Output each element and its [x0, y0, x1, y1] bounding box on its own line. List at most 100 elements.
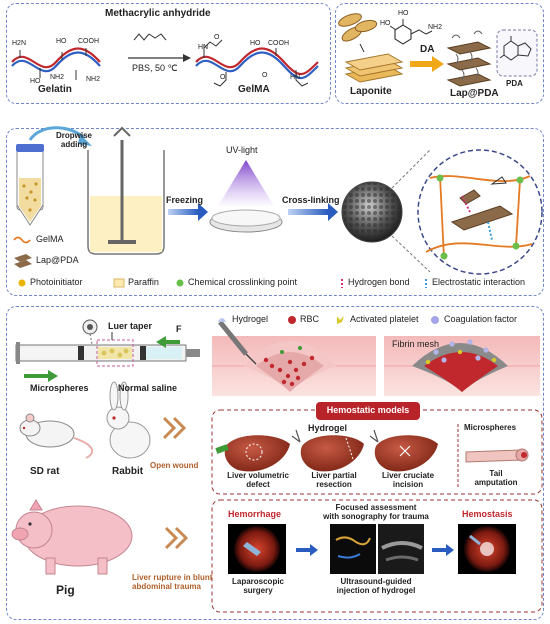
dropwise-label: Dropwise adding: [56, 131, 93, 149]
lap-pda-structure: [446, 30, 492, 87]
dopamine-group-3: NH2: [428, 24, 443, 31]
pig: [11, 499, 133, 575]
fast-arrow-1: [296, 544, 318, 556]
syringe: [15, 319, 200, 367]
network-inset: [417, 149, 543, 275]
liver-cruciate: [369, 429, 438, 472]
open-wound-chevrons: [162, 416, 187, 440]
saline-label: Normal saline: [118, 383, 178, 393]
model-volumetric: Liver volumetric defect: [227, 471, 289, 489]
falcon-tube: [16, 144, 44, 226]
legend-paraffin: Paraffin: [128, 277, 159, 287]
hydrogel-label: Hydrogel: [308, 423, 348, 433]
gelma-label: GelMA: [238, 84, 270, 95]
laparoscopic-label: Laparoscopic surgery: [231, 577, 284, 595]
legend-lap-pda-label: Lap@PDA: [36, 255, 79, 265]
legend-lap-pda-swatch: [14, 254, 32, 268]
wound-fibrin: [384, 336, 540, 396]
endoscopy-hemostasis: [458, 524, 516, 574]
dopamine-molecule: [389, 19, 433, 45]
zoom-lines: [391, 149, 431, 273]
syringe-arrows: [24, 336, 180, 382]
panel-lap-pda: [335, 3, 544, 104]
ultrasound-label: Ultrasound-guided injection of hydrogel: [336, 577, 416, 595]
da-arrow: [410, 56, 444, 72]
petri-dish: [209, 209, 283, 233]
legend-gelma-swatch: [13, 236, 31, 244]
gelma-group-7: HN: [290, 74, 301, 81]
rat-label: SD rat: [30, 466, 60, 477]
laponite-stack: [338, 13, 404, 83]
microspheres-col-label: Microspheres: [464, 423, 517, 432]
freezing-label: Freezing: [166, 195, 204, 205]
f-label: F: [176, 324, 182, 334]
dopamine-group-2: HO: [380, 20, 391, 27]
rat: [19, 413, 94, 459]
legend-hydrogel: Hydrogel: [232, 314, 269, 324]
gelatin-chain: [11, 47, 101, 80]
gelma-chain: [195, 39, 319, 87]
open-wound-label: Open wound: [150, 461, 199, 470]
gelatin-group-5: NH2: [50, 74, 65, 81]
uv-label: UV-light: [226, 145, 258, 155]
legend-gelma-label: GelMA: [36, 234, 64, 244]
dropwise-arrow: [28, 126, 92, 146]
endoscopy-hemorrhage: [228, 524, 286, 574]
pig-label: Pig: [56, 583, 75, 597]
fast-arrow-2: [432, 544, 454, 556]
model-cruciate: Liver cruciate incision: [381, 471, 435, 489]
fibrin-label: Fibrin mesh: [392, 339, 440, 349]
crosslinking-label: Cross-linking: [282, 195, 340, 205]
wound-hydrogel: [212, 320, 376, 396]
hemostatic-title: Hemostatic models: [326, 405, 410, 415]
legend-hbond: Hydrogen bond: [348, 277, 410, 287]
hemostasis-label: Hemostasis: [462, 509, 513, 519]
hemostatic-models-box: [211, 402, 543, 613]
legend-photoinitiator: Photoinitiator: [30, 277, 83, 287]
gelatin-group-3: COOH: [78, 38, 99, 45]
pig-model-label: Liver rupture in blunt abdominal trauma: [132, 573, 213, 591]
reaction-arrow-gelma: [128, 33, 191, 62]
panel-application: [6, 306, 544, 620]
bottom-legend-markers: [218, 316, 439, 324]
freezing-arrow: [168, 203, 208, 221]
gelma-group-1: O: [214, 34, 220, 41]
legend-electrostatic: Electrostatic interaction: [432, 277, 526, 287]
laponite-label: Laponite: [350, 86, 392, 97]
rabbit-label: Rabbit: [112, 466, 144, 477]
legend-platelet: Activated platelet: [350, 314, 419, 324]
pig-chevrons: [164, 526, 189, 550]
panel-fabrication: [6, 128, 544, 296]
gelatin-label: Gelatin: [38, 84, 72, 95]
hemorrhage-label: Hemorrhage: [228, 509, 282, 519]
liver-volumetric: [215, 435, 290, 472]
gelma-group-2: HN: [198, 44, 209, 51]
legend-rbc: RBC: [300, 314, 320, 324]
fast-label: Focused assessment with sonography for t…: [323, 503, 429, 521]
model-partial: Liver partial resection: [311, 471, 357, 489]
gelatin-group-6: NH2: [86, 76, 101, 83]
gelma-group-5: O: [220, 74, 226, 81]
uv-light: [218, 160, 274, 206]
gelatin-group-1: H2N: [12, 40, 27, 47]
pda-inset: [496, 29, 538, 77]
luer-label: Luer taper: [108, 321, 153, 331]
legend-crosslink: Chemical crosslinking point: [188, 277, 298, 287]
dopamine-group-1: HO: [398, 10, 409, 17]
porous-hydrogel: [341, 181, 403, 243]
condition-label: PBS, 50 ℃: [132, 63, 178, 73]
model-tail: Tail amputation: [474, 469, 518, 487]
legend-coagulation: Coagulation factor: [444, 314, 518, 324]
reagent-label: Methacrylic anhydride: [105, 8, 211, 19]
panel-synthesis: [6, 3, 331, 104]
liver-partial: [291, 429, 364, 472]
gelatin-group-2: HO: [56, 38, 67, 45]
gelma-group-3: HO: [250, 40, 261, 47]
lap-pda-label: Lap@PDA: [450, 88, 499, 99]
gelma-group-6: O: [262, 72, 268, 79]
tail: [465, 448, 529, 463]
da-label: DA: [420, 44, 435, 55]
middle-legend-markers: [18, 278, 427, 288]
gelma-group-4: COOH: [268, 40, 289, 47]
